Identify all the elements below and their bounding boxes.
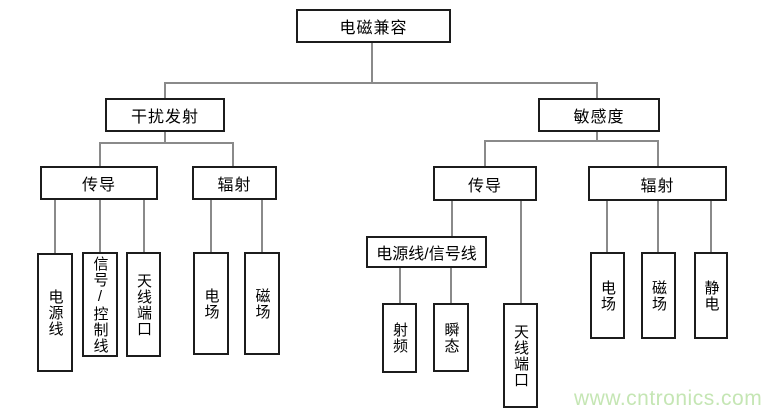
node-rf: 射频: [382, 303, 417, 373]
node-antenna-port-right: 天线端口: [503, 303, 538, 408]
node-antenna-port-left: 天线端口: [126, 252, 161, 357]
watermark-text: www.cntronics.com: [574, 387, 762, 410]
node-magnetic-field-right: 磁场: [641, 252, 676, 339]
node-sus-radiated-label: 辐射: [640, 177, 675, 195]
node-signal-control-line: 信号/控制线: [82, 252, 118, 357]
connector-line: [710, 200, 712, 252]
node-power-line-label: 电源线: [46, 288, 64, 337]
connector-line: [143, 200, 145, 252]
connector-line: [54, 200, 56, 253]
connector-line: [99, 142, 101, 166]
node-power-line: 电源线: [37, 253, 73, 372]
connector-line: [210, 200, 212, 252]
node-emission-conducted: 传导: [40, 166, 158, 200]
connector-line: [657, 200, 659, 252]
connector-line: [371, 43, 373, 83]
node-susceptibility-label: 敏感度: [573, 109, 625, 126]
connector-line: [450, 268, 452, 303]
connector-line: [399, 268, 401, 303]
connector-line: [596, 82, 598, 98]
node-emission: 干扰发射: [105, 98, 225, 132]
node-antenna-port-right-label: 天线端口: [512, 323, 529, 388]
node-rf-label: 射频: [391, 322, 408, 354]
node-emission-radiated-label: 辐射: [217, 177, 252, 194]
node-emission-radiated: 辐射: [192, 166, 277, 200]
connector-line: [596, 132, 598, 142]
node-susceptibility: 敏感度: [538, 98, 660, 132]
node-sus-conducted: 传导: [433, 166, 537, 201]
node-signal-control-line-label: 信号/控制线: [91, 255, 109, 354]
node-transient: 瞬态: [433, 303, 469, 372]
node-static-electricity: 静电: [694, 252, 728, 339]
node-power-signal-line-label: 电源线/信号线: [376, 246, 477, 263]
node-electric-field-left-label: 电场: [202, 287, 220, 320]
connector-line: [484, 140, 659, 142]
connector-line: [99, 142, 234, 144]
node-root: 电磁兼容: [296, 9, 451, 43]
node-transient-label: 瞬态: [442, 321, 460, 354]
node-antenna-port-left-label: 天线端口: [135, 272, 152, 337]
connector-line: [232, 142, 234, 166]
node-power-signal-line: 电源线/信号线: [366, 236, 487, 268]
node-electric-field-left: 电场: [193, 252, 229, 355]
connector-line: [657, 140, 659, 166]
node-static-electricity-label: 静电: [702, 279, 720, 312]
node-electric-field-right: 电场: [590, 252, 625, 339]
node-sus-conducted-label: 传导: [467, 177, 502, 195]
node-magnetic-field-left-label: 磁场: [253, 287, 271, 320]
connector-line: [261, 200, 263, 252]
connector-line: [484, 140, 486, 166]
connector-line: [99, 200, 101, 252]
connector-line: [451, 200, 453, 236]
node-electric-field-right-label: 电场: [599, 279, 616, 312]
node-magnetic-field-left: 磁场: [244, 252, 280, 355]
node-magnetic-field-right-label: 磁场: [650, 279, 667, 312]
connector-line: [164, 82, 166, 98]
node-root-label: 电磁兼容: [339, 20, 408, 37]
connector-line: [164, 132, 166, 143]
connector-line: [606, 200, 608, 252]
node-sus-radiated: 辐射: [588, 166, 727, 201]
node-emission-conducted-label: 传导: [81, 177, 116, 194]
node-emission-label: 干扰发射: [130, 109, 199, 126]
connector-line: [520, 200, 522, 303]
connector-line: [164, 82, 598, 84]
